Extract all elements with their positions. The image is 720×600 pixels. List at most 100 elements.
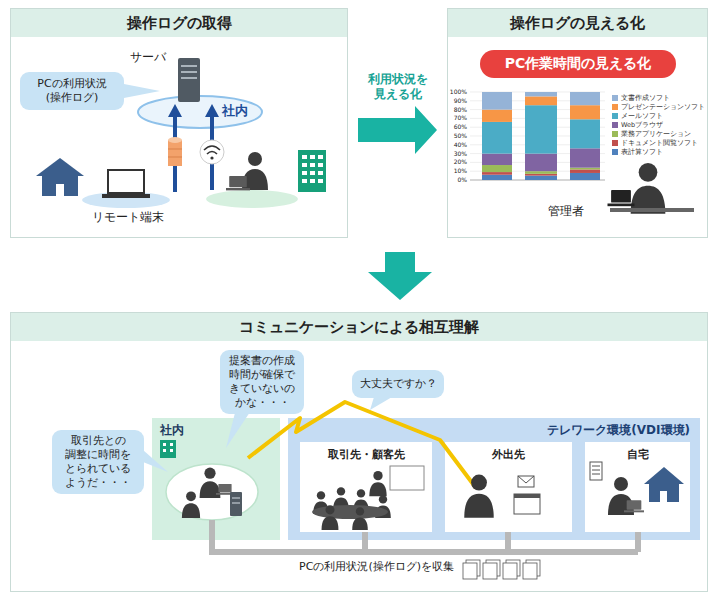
office-workers (182, 468, 242, 518)
bar-chart (525, 96, 557, 105)
thought-bubble: 取引先との 調整に時間を とられている ようだ・・・ (52, 430, 144, 494)
zone-label: 社内 (222, 103, 248, 119)
node-text: 操作ログの見える化 (448, 9, 707, 37)
worker-figure (226, 176, 250, 190)
firewall-icon (168, 137, 182, 143)
bar-chart (482, 165, 512, 172)
meeting-scene (369, 471, 386, 496)
office-ellipse (166, 464, 258, 520)
building-icon (160, 440, 176, 458)
caption-note: PCの利用状況(操作ログ)を収集 (262, 560, 454, 573)
server-icon (178, 58, 200, 102)
office-workers (230, 492, 242, 516)
home-worker (608, 477, 634, 515)
bar-chart (482, 110, 512, 122)
legend-swatch (612, 113, 618, 119)
home-worker (649, 484, 679, 502)
flow-arrow (368, 252, 432, 300)
callout-tail (143, 397, 392, 472)
meeting-scene (313, 491, 329, 514)
legend-text: プレゼンテーションソフト (621, 103, 705, 111)
bar-chart (482, 172, 512, 175)
mobile-worker (514, 494, 540, 514)
callout-bubble: PCの利用状況 (操作ログ) (20, 72, 124, 110)
communication-bolt (248, 402, 476, 488)
office-region: 社内 (152, 418, 280, 540)
document-icons (523, 563, 537, 579)
worker-figure (226, 152, 268, 190)
legend-text: Webブラウザ (621, 121, 663, 129)
axis-tick: 30% (440, 150, 467, 158)
location-box: 自宅 (585, 442, 690, 532)
office-workers (232, 498, 240, 503)
axis-tick: 0% (440, 176, 467, 184)
mobile-worker (514, 494, 540, 498)
home-worker (660, 491, 667, 502)
manager-figure (608, 163, 695, 214)
collection-bus (212, 520, 638, 552)
legend-swatch (612, 95, 618, 101)
bar-chart (470, 180, 605, 181)
document-icons (463, 560, 540, 579)
bar-chart (482, 154, 512, 165)
axis-tick: 40% (440, 141, 467, 149)
node-text: 取引先との 調整に時間を とられている ようだ・・・ (57, 434, 139, 490)
legend-text: 業務アプリケーション (621, 130, 691, 138)
legend-swatch (612, 149, 618, 155)
meeting-scene (333, 487, 349, 510)
house-icon (56, 184, 64, 196)
building-icon (160, 440, 176, 458)
document-icons (503, 563, 517, 579)
office-workers (182, 491, 200, 518)
ground-ellipse (206, 190, 298, 208)
bar-chart (570, 168, 600, 170)
bar-chart (482, 92, 512, 110)
document-icons (506, 560, 520, 576)
bar-chart (525, 154, 557, 172)
thought-bubble: 提案書の作成 時間が確保で きていないの かな・・・ (220, 350, 304, 414)
bar-chart (482, 122, 512, 154)
legend-text: ドキュメント閲覧ソフト (621, 139, 698, 147)
meeting-scene (312, 505, 388, 519)
section-panel: PCの利用状況 (操作ログ)操作ログの取得 (10, 8, 348, 238)
bar-chart (525, 174, 557, 176)
axis-tick: 60% (440, 123, 467, 131)
laptop-icon (102, 194, 150, 198)
flow-arrow (368, 252, 432, 300)
wifi-icon (200, 140, 224, 164)
document-icons (486, 560, 500, 576)
mobile-worker (518, 476, 534, 487)
office-ellipse (138, 96, 262, 128)
bar-chart (525, 92, 557, 96)
callout-tail (124, 84, 160, 98)
bar-chart (525, 176, 557, 180)
node-text: PCの利用状況 (操作ログ) (25, 77, 119, 105)
callout-tail (370, 397, 392, 410)
document-icons (466, 560, 480, 576)
section-panel: PC作業時間の見える化 操作ログの見える化 (447, 8, 708, 238)
wifi-icon (204, 146, 220, 154)
legend-row: 業務アプリケーション (612, 130, 691, 138)
home-worker (624, 500, 644, 512)
meeting-scene (352, 507, 368, 530)
node-text: 取引先・顧客先 (300, 442, 432, 462)
home-worker (644, 467, 684, 484)
telework-region: 取引先・顧客先外出先自宅テレワーク環境(VDI環境) (288, 418, 700, 540)
legend-text: メールソフト (621, 112, 663, 120)
node-text: PC作業時間の見える化 (505, 55, 652, 73)
axis-tick: 100% (440, 88, 467, 96)
bar-chart (570, 173, 600, 180)
communication-bolt (248, 402, 476, 488)
axis-tick: 80% (440, 106, 467, 114)
role-label: 管理者 (548, 204, 584, 218)
home-worker (590, 462, 684, 515)
axis-tick: 70% (440, 114, 467, 122)
axis-tick: 10% (440, 167, 467, 175)
bar-chart (570, 119, 600, 148)
meeting-scene (353, 489, 369, 512)
upload-arrow (205, 104, 219, 117)
title-pill: PC作業時間の見える化 (480, 50, 676, 78)
meeting-scene (312, 466, 424, 530)
bar-chart (525, 171, 557, 174)
